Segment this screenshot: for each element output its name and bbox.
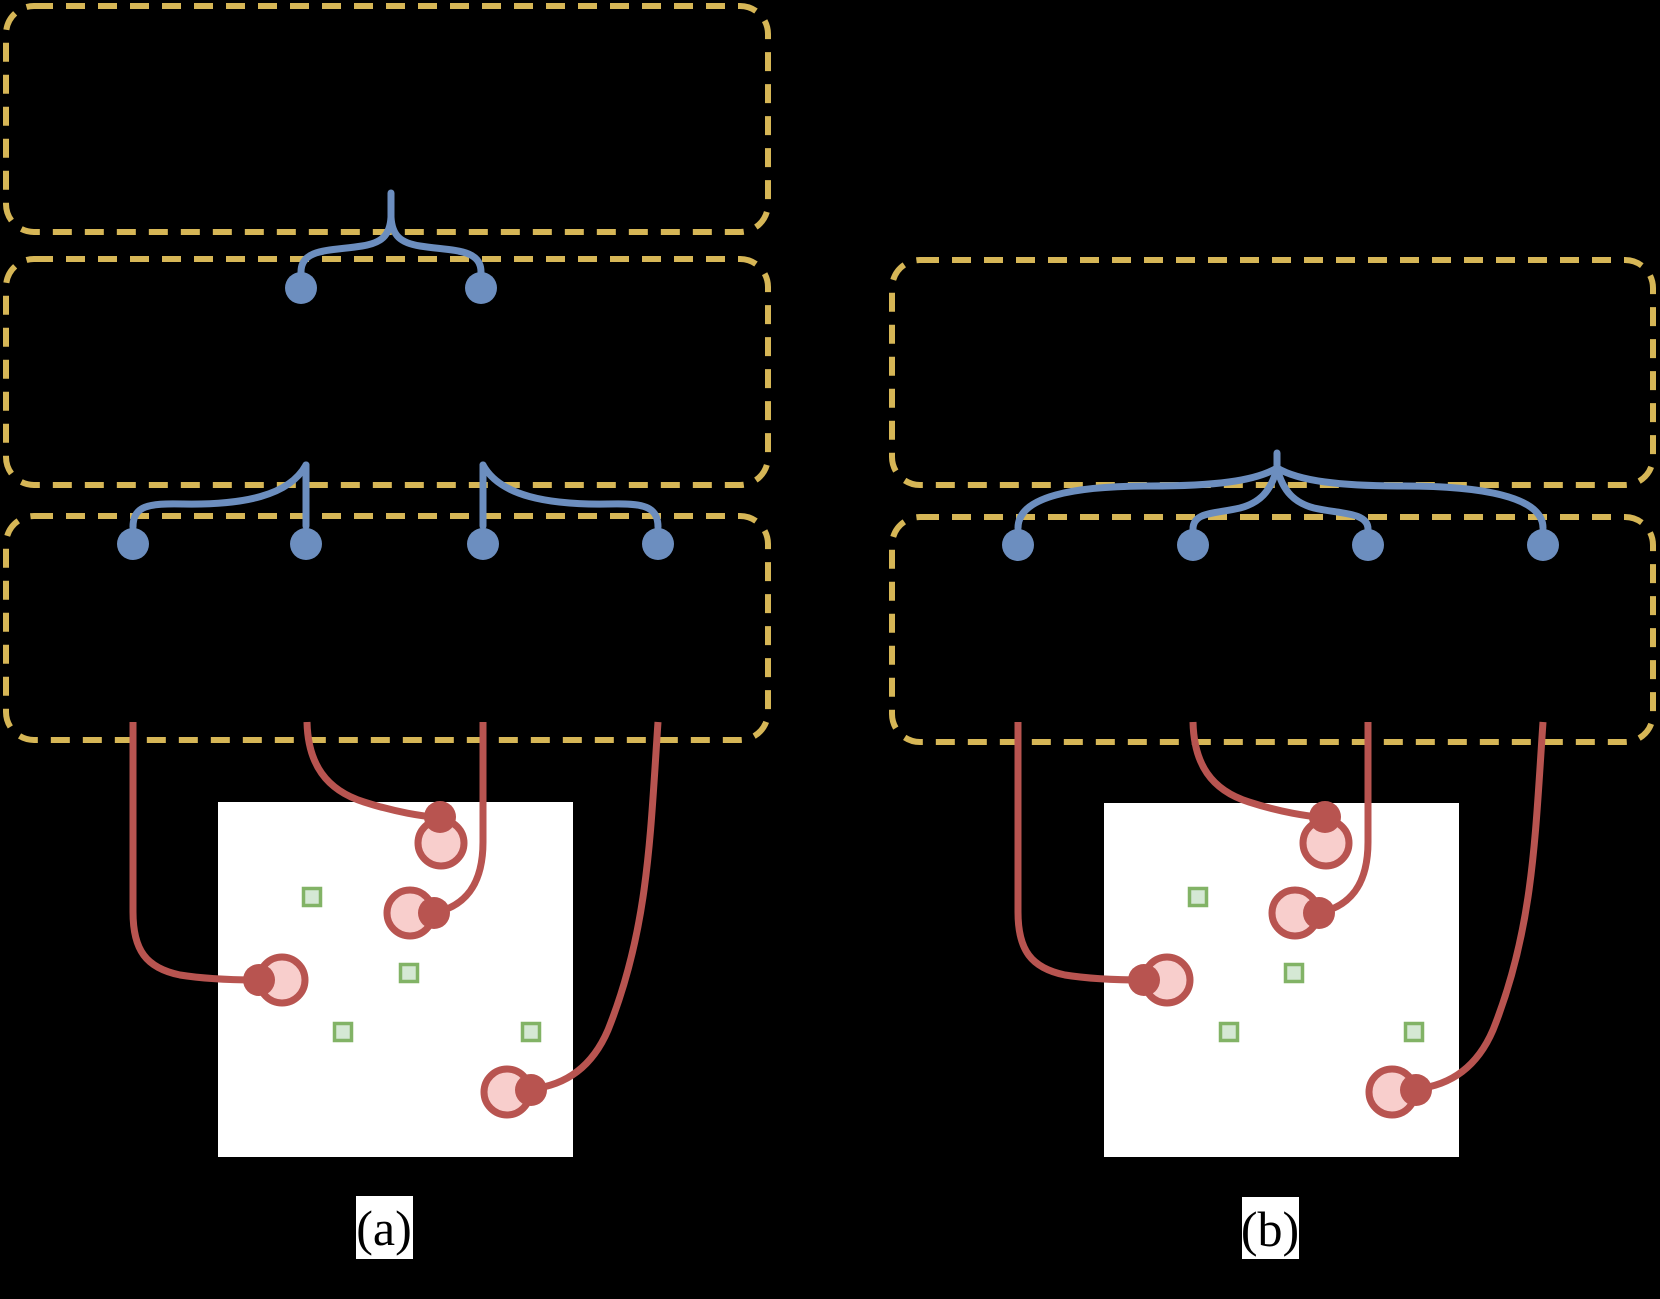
panel-b-caption: (b) — [1241, 1201, 1299, 1257]
panel-b-level2-box — [889, 514, 1656, 745]
trace-b-2 — [1189, 721, 1326, 822]
trace-a-2 — [303, 721, 441, 822]
node-a-l3-3 — [467, 528, 499, 560]
panel-a-level1-box — [3, 3, 771, 235]
landmark-a-4 — [520, 1021, 542, 1043]
node-a-l3-2 — [290, 528, 322, 560]
panel-a: (a) — [3, 3, 771, 1259]
trace-a-1 — [129, 722, 260, 984]
node-b-l2-4 — [1527, 529, 1559, 561]
panel-a-split-left — [129, 461, 310, 531]
landmark-b-1 — [1187, 886, 1209, 908]
landmark-a-3 — [332, 1021, 354, 1043]
trace-b-4 — [1415, 721, 1547, 1093]
pin-b-middle — [1268, 886, 1335, 940]
node-a-l3-1 — [117, 528, 149, 560]
landmark-b-3 — [1218, 1021, 1240, 1043]
pin-b-bottom — [1365, 1065, 1432, 1119]
node-a-l3-4 — [642, 528, 674, 560]
trace-a-4 — [530, 721, 662, 1093]
panel-b: (b) — [889, 257, 1656, 1259]
landmark-a-1 — [301, 886, 323, 908]
caption-a-box — [356, 1196, 413, 1259]
node-b-l2-3 — [1352, 529, 1384, 561]
node-b-l2-2 — [1177, 529, 1209, 561]
pin-a-bottom — [480, 1065, 547, 1119]
pin-a-left — [243, 953, 309, 1007]
panel-a-level3-box — [3, 513, 771, 743]
pin-a-top — [414, 801, 468, 870]
pin-b-top — [1299, 801, 1353, 870]
panel-a-level2-box — [3, 256, 771, 488]
landmark-a-2 — [398, 962, 420, 984]
node-b-l2-1 — [1002, 529, 1034, 561]
node-a-l2-1 — [285, 272, 317, 304]
panel-a-caption: (a) — [356, 1200, 412, 1256]
landmark-b-2 — [1283, 962, 1305, 984]
trace-b-1 — [1014, 722, 1145, 984]
panel-b-root-brace — [1014, 449, 1547, 533]
panel-b-level1-box — [889, 257, 1656, 488]
panel-a-split-right — [479, 461, 662, 531]
caption-b-box — [1242, 1197, 1299, 1259]
pin-b-left — [1128, 953, 1194, 1007]
pin-a-middle — [383, 886, 450, 940]
landmark-b-4 — [1403, 1021, 1425, 1043]
panel-a-root-brace — [297, 189, 485, 276]
node-a-l2-2 — [465, 272, 497, 304]
